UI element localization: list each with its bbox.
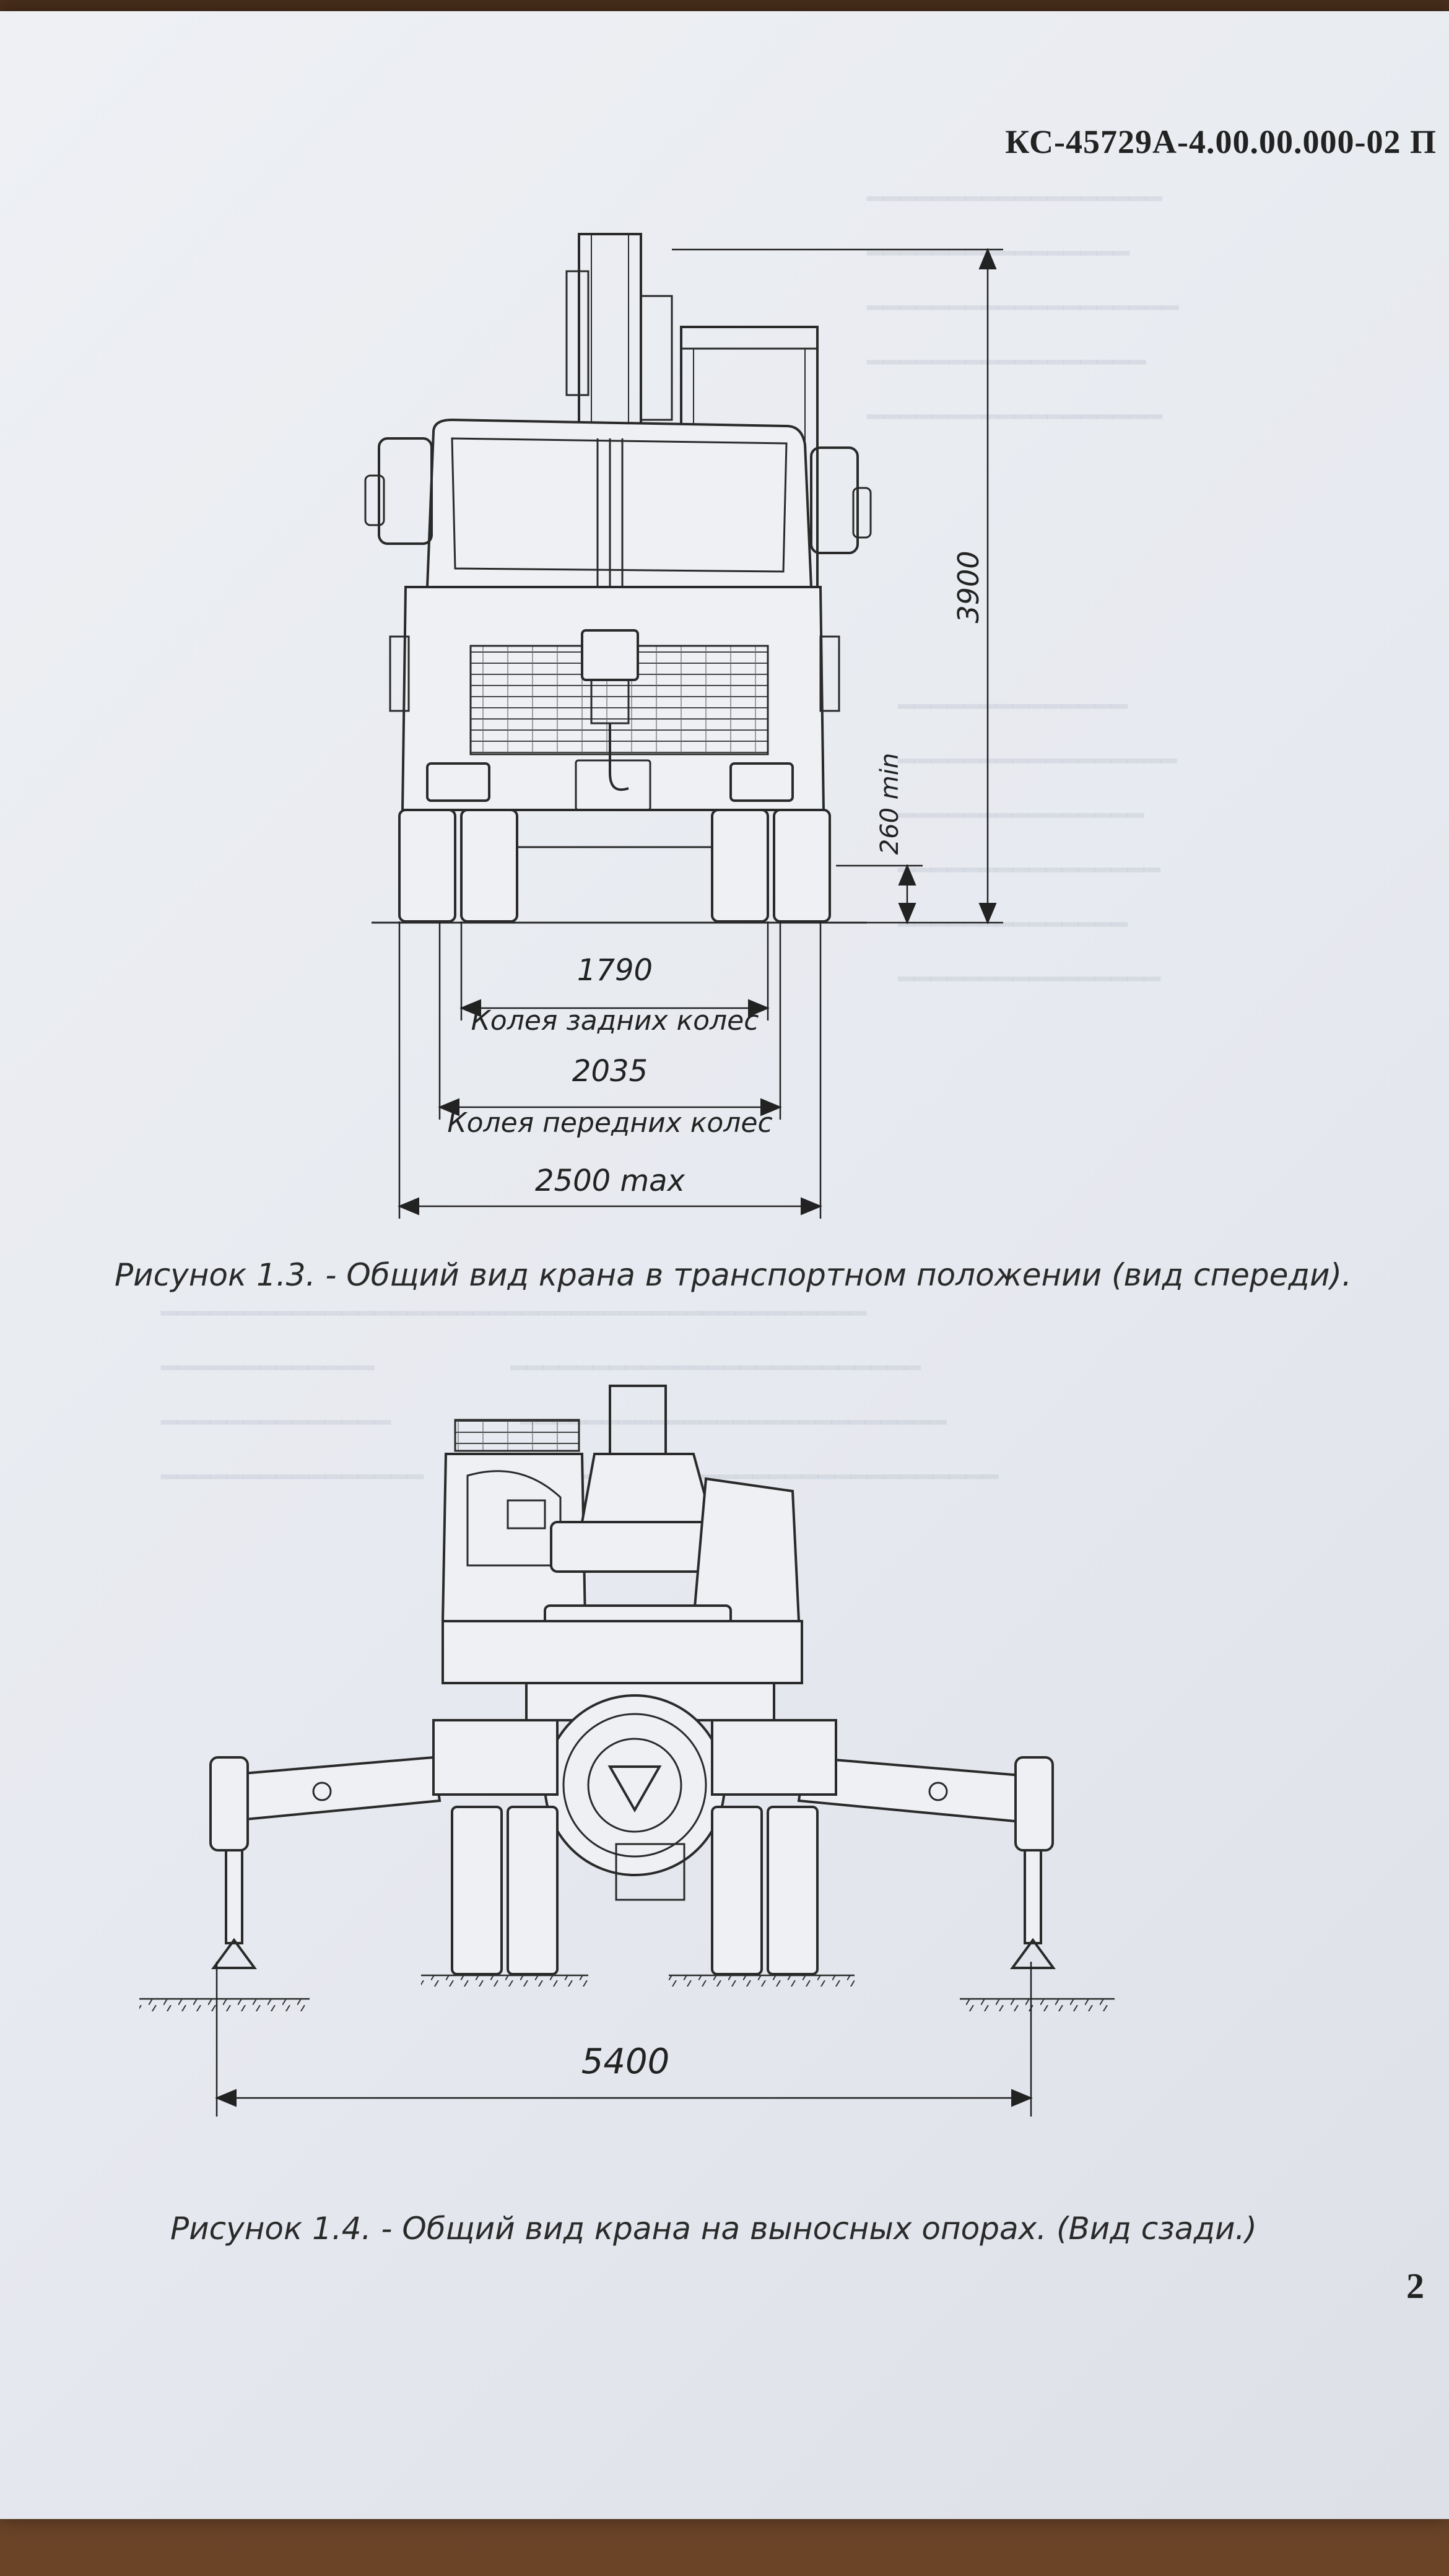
boom [565, 233, 673, 440]
rear-track-caption: Колея задних колес [471, 1005, 759, 1037]
crane-superstructure [441, 1385, 803, 1684]
bleed-through-texture: ━━━━━━━━━━━━━━━━━━━━━━━━━━━━━━━━━━━━━━━━… [161, 1299, 999, 1492]
front-track-caption: Колея передних колес [447, 1107, 772, 1139]
figure-1-4-rear-view [139, 1385, 1115, 2011]
figure-1-3-dimensions [398, 248, 1003, 1219]
page-number: 2 [1406, 2266, 1424, 2306]
document-code: КС-45729А-4.00.00.000-02 П [1005, 123, 1437, 160]
figure-1-4-dimensions [215, 1962, 1033, 2117]
document-page: ━━━━━━━━━━━━━━━━━━ ━━━━━━━━━━━━━━━━ ━━━━… [0, 11, 1449, 2519]
figure-1-3-dimension-labels: 3900 260 min 1790 Колея задних колес 203… [447, 550, 985, 1198]
figure-1-3-caption: Рисунок 1.3. - Общий вид крана в транспо… [115, 1257, 1352, 1293]
drawings-canvas: 3900 260 min 1790 Колея задних колес 203… [139, 233, 1115, 2117]
dim-rear-track-label: 1790 [577, 953, 653, 988]
rear-frame [432, 1719, 837, 1901]
dim-front-track-label: 2035 [572, 1054, 648, 1089]
dim-width-label: 2500 max [535, 1164, 685, 1198]
bleed-through-texture: ━━━━━━━━━━━━━━━━━━ ━━━━━━━━━━━━━━━━ ━━━━… [867, 184, 1179, 432]
dim-height-label: 3900 [952, 550, 985, 623]
truck-front-body [389, 586, 840, 811]
figure-1-3-front-view [364, 233, 872, 924]
bleed-through-texture: ━━━━━━━━━━━━━━ ━━━━━━━━━━━━━━━━━ ━━━━━━━… [898, 692, 1177, 994]
ground-hatching [139, 1974, 1115, 2011]
figure-1-4-caption: Рисунок 1.4. - Общий вид крана на выносн… [170, 2211, 1257, 2247]
front-wheels [398, 809, 831, 923]
dim-clearance-label: 260 min [876, 753, 904, 855]
hook-block [581, 629, 639, 791]
spare-wheel [525, 1682, 775, 1876]
outrigger-beam-right [797, 1756, 1056, 1969]
dim-outrigger-span-label: 5400 [581, 2042, 670, 2082]
truck-cab [364, 418, 872, 588]
outrigger-beam-left [209, 1756, 442, 1969]
rear-wheels [451, 1806, 819, 1975]
